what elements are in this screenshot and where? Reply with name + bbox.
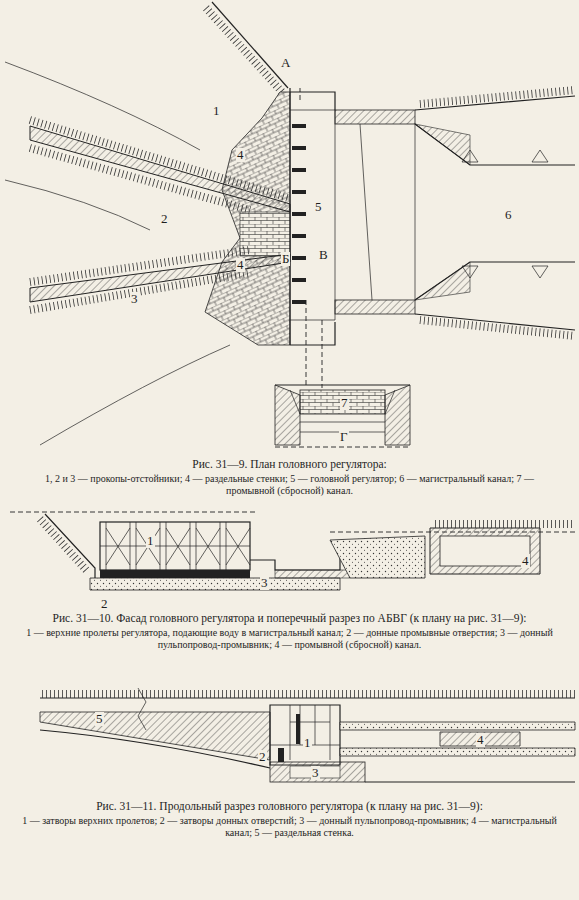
callout-number: 4: [236, 258, 245, 272]
facade-view: [10, 512, 575, 590]
callout-number: В: [318, 248, 329, 262]
caption-legend: 1 — верхние пролеты регулятора, подающие…: [22, 627, 557, 651]
callout-number: 3: [311, 766, 320, 780]
figure-caption: Рис. 31—10. Фасад головного регулятора и…: [22, 612, 557, 626]
callout-number: 7: [340, 396, 349, 410]
callout-number: 4: [236, 148, 245, 162]
callout-number: А: [280, 56, 291, 70]
caption-legend: 1, 2 и 3 — прокопы-отстойники; 4 — разде…: [22, 473, 557, 497]
longitudinal-section: [40, 688, 575, 782]
callout-number: Б: [281, 252, 290, 266]
callout-number: Г: [339, 430, 349, 444]
callout-number: 4: [476, 733, 485, 747]
callout-number: 2: [160, 212, 169, 226]
callout-number: 1: [303, 736, 312, 750]
callout-number: 5: [95, 712, 104, 726]
callout-number: 2: [100, 597, 109, 611]
callout-number: 1: [212, 104, 221, 118]
plan-view: [5, 2, 575, 447]
figure-caption: Рис. 31—11. Продольный разрез головного …: [22, 800, 557, 814]
callout-number: 4: [521, 554, 530, 568]
callout-number: 3: [130, 292, 139, 306]
figure-caption: Рис. 31—9. План головного регулятора:: [22, 458, 557, 472]
caption-legend: 1 — затворы верхних пролетов; 2 — затвор…: [22, 815, 557, 839]
callout-number: 2: [258, 750, 267, 764]
callout-number: 6: [504, 208, 513, 222]
callout-number: 1: [146, 534, 155, 548]
callout-number: 5: [314, 200, 323, 214]
callout-number: 3: [260, 576, 269, 590]
